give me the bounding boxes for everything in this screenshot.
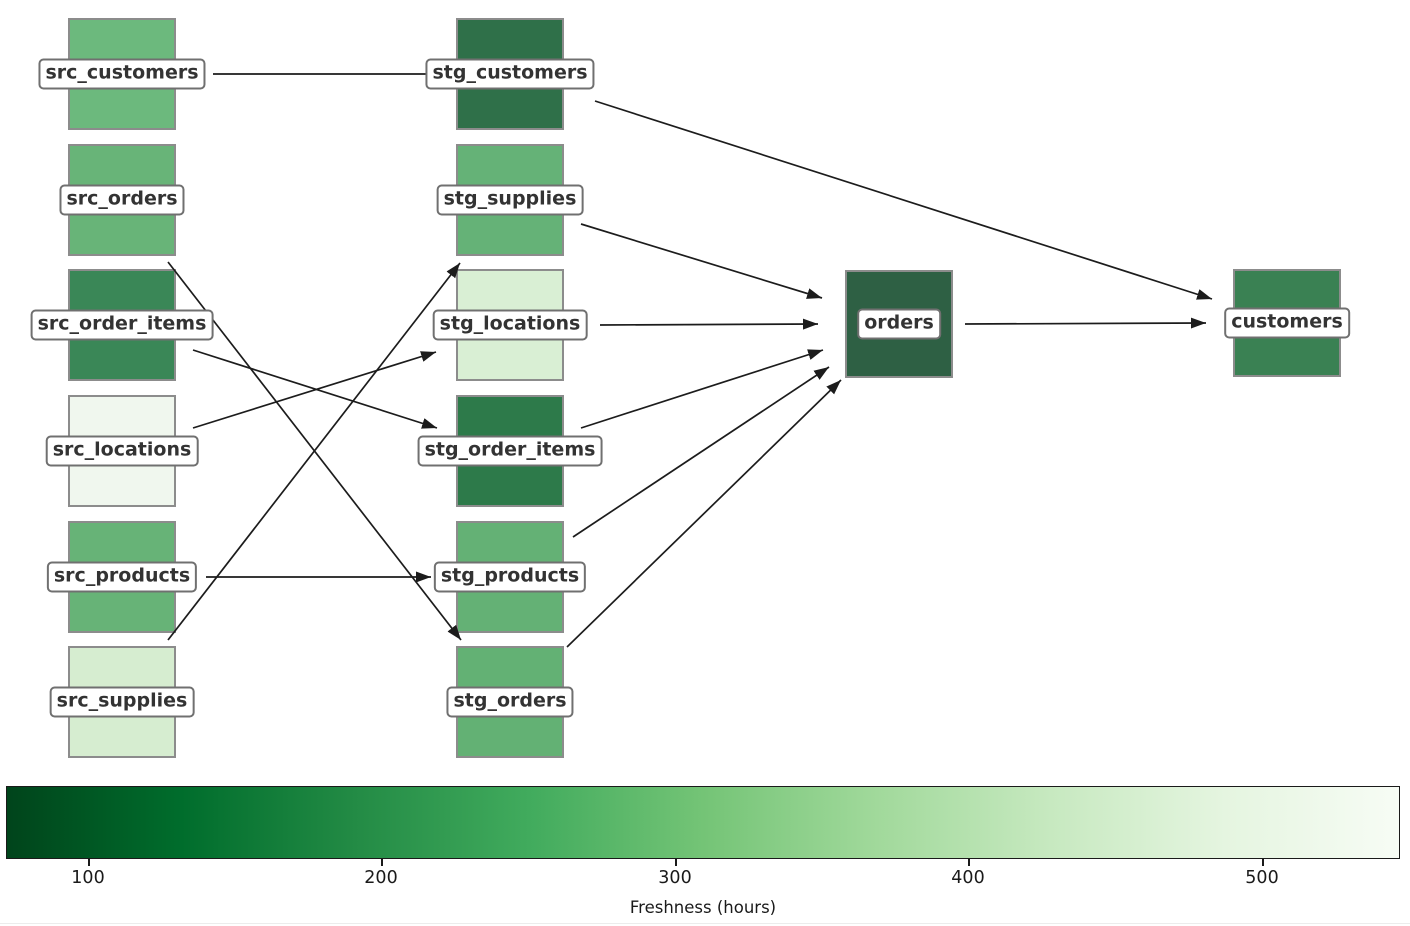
edge-stg_customers-to-customers	[594, 100, 1213, 300]
edge-src_locations-to-stg_locations	[192, 351, 437, 429]
colorbar-tick-100	[88, 859, 90, 866]
node-label-stg_customers: stg_customers	[425, 58, 595, 90]
node-label-stg_order_items: stg_order_items	[417, 435, 603, 467]
node-label-stg_locations: stg_locations	[432, 309, 588, 341]
node-label-src_locations: src_locations	[45, 435, 199, 467]
edge-stg_orders-to-orders	[566, 379, 842, 648]
colorbar-tick-400	[968, 859, 970, 866]
colorbar-tick-label-200: 200	[364, 868, 398, 888]
node-label-stg_supplies: stg_supplies	[436, 184, 584, 216]
colorbar-tick-200	[381, 859, 383, 866]
node-label-src_customers: src_customers	[38, 58, 206, 90]
colorbar-tick-label-100: 100	[71, 868, 105, 888]
colorbar-tick-label-400: 400	[951, 868, 985, 888]
node-label-src_order_items: src_order_items	[30, 309, 214, 341]
colorbar-axis-label: Freshness (hours)	[629, 898, 777, 917]
colorbar-tick-label-300: 300	[658, 868, 692, 888]
node-label-stg_products: stg_products	[433, 561, 587, 593]
edge-stg_locations-to-orders	[599, 318, 819, 330]
edge-src_supplies-to-stg_supplies	[167, 262, 461, 641]
colorbar-tick-300	[675, 859, 677, 866]
node-label-src_orders: src_orders	[59, 184, 185, 216]
node-label-src_supplies: src_supplies	[49, 686, 195, 718]
node-label-customers: customers	[1224, 307, 1350, 339]
figure-bottom-hairline	[0, 923, 1410, 924]
edge-stg_products-to-orders	[572, 366, 830, 538]
edge-stg_supplies-to-orders	[580, 223, 823, 299]
colorbar-tick-500	[1262, 859, 1264, 866]
freshness-colorbar	[6, 786, 1400, 859]
edge-orders-to-customers	[964, 317, 1207, 329]
colorbar-tick-label-500: 500	[1245, 868, 1279, 888]
node-label-src_products: src_products	[46, 561, 198, 593]
node-label-orders: orders	[857, 308, 941, 340]
node-label-stg_orders: stg_orders	[446, 686, 574, 718]
edge-stg_order_items-to-orders	[580, 349, 824, 429]
